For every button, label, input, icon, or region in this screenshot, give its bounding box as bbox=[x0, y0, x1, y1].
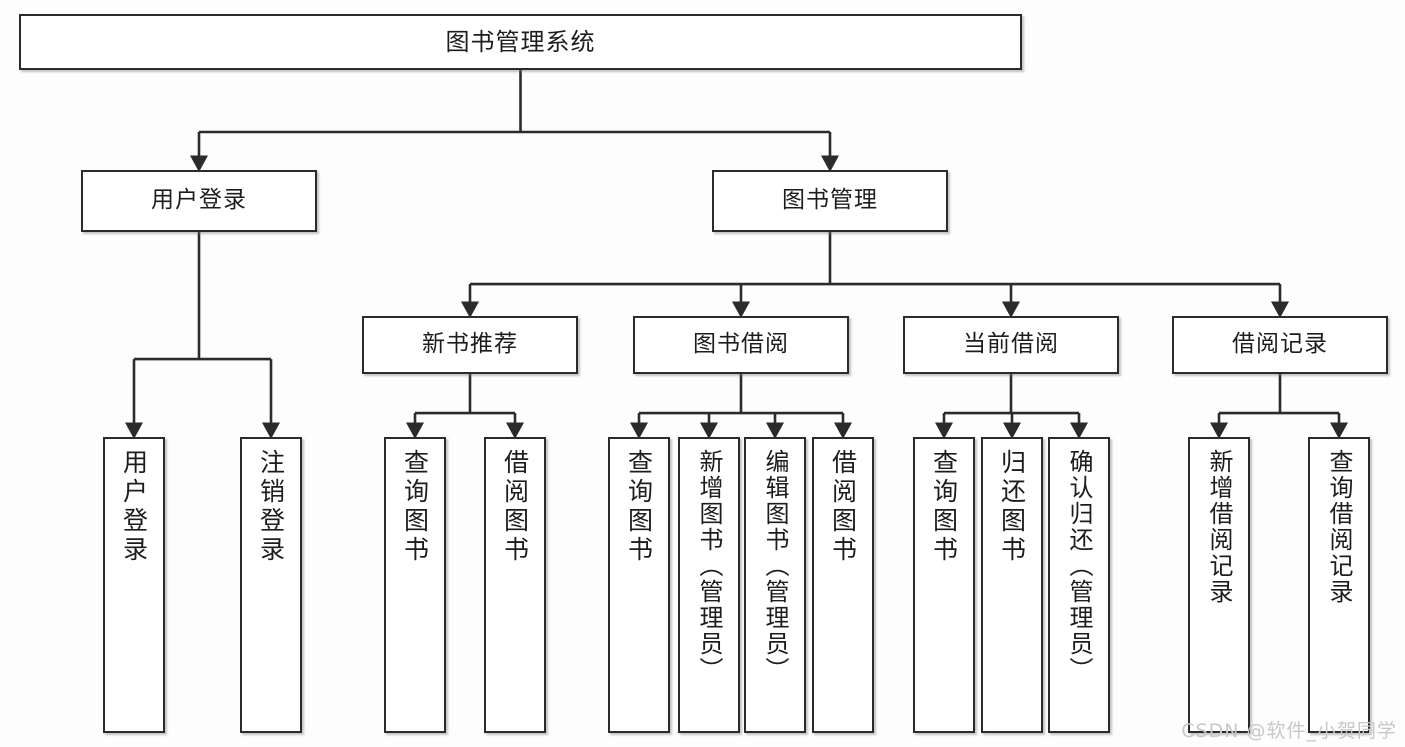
node-leaf-user-login[interactable]: 用户登录 bbox=[103, 437, 165, 733]
node-leaf-add-book[interactable]: 新增图书（管理员） bbox=[678, 437, 740, 733]
node-new-book-recommend[interactable]: 新书推荐 bbox=[362, 316, 578, 374]
node-leaf-return-book[interactable]: 归还图书 bbox=[981, 437, 1043, 733]
node-label: 借阅图书 bbox=[828, 449, 858, 565]
node-label: 图书管理系统 bbox=[445, 27, 596, 56]
node-label: 借阅记录 bbox=[1232, 331, 1328, 358]
node-book-manage[interactable]: 图书管理 bbox=[712, 170, 948, 232]
node-label: 注销登录 bbox=[256, 449, 286, 565]
node-label: 借阅图书 bbox=[500, 449, 530, 565]
node-current-borrow[interactable]: 当前借阅 bbox=[903, 316, 1119, 374]
node-leaf-query-book-2[interactable]: 查询图书 bbox=[608, 437, 670, 733]
node-leaf-query-book-3[interactable]: 查询图书 bbox=[913, 437, 975, 733]
node-label: 图书管理 bbox=[782, 187, 878, 214]
node-book-borrow[interactable]: 图书借阅 bbox=[633, 316, 849, 374]
node-root[interactable]: 图书管理系统 bbox=[19, 14, 1022, 70]
node-label: 查询图书 bbox=[400, 449, 430, 565]
node-leaf-borrow-book-1[interactable]: 借阅图书 bbox=[484, 437, 546, 733]
node-label: 图书借阅 bbox=[693, 331, 789, 358]
node-leaf-borrow-book-2[interactable]: 借阅图书 bbox=[812, 437, 874, 733]
node-label: 查询借阅记录 bbox=[1325, 449, 1353, 605]
node-user-login[interactable]: 用户登录 bbox=[81, 170, 317, 232]
node-label: 新书推荐 bbox=[422, 331, 518, 358]
node-label: 新增借阅记录 bbox=[1205, 449, 1233, 605]
node-leaf-logout[interactable]: 注销登录 bbox=[240, 437, 302, 733]
csdn-watermark: CSDN @软件_小贺同学 bbox=[1181, 720, 1397, 742]
node-label: 用户登录 bbox=[119, 449, 149, 565]
node-label: 编辑图书（管理员） bbox=[761, 449, 789, 683]
node-leaf-edit-book[interactable]: 编辑图书（管理员） bbox=[744, 437, 806, 733]
node-label: 用户登录 bbox=[151, 187, 247, 214]
node-label: 查询图书 bbox=[624, 449, 654, 565]
node-leaf-query-book-1[interactable]: 查询图书 bbox=[384, 437, 446, 733]
node-label: 新增图书（管理员） bbox=[695, 449, 723, 683]
node-leaf-query-record[interactable]: 查询借阅记录 bbox=[1308, 437, 1370, 733]
node-leaf-confirm-return[interactable]: 确认归还（管理员） bbox=[1048, 437, 1110, 733]
node-label: 查询图书 bbox=[929, 449, 959, 565]
node-label: 确认归还（管理员） bbox=[1065, 449, 1093, 683]
node-leaf-add-record[interactable]: 新增借阅记录 bbox=[1188, 437, 1250, 733]
node-label: 归还图书 bbox=[997, 449, 1027, 565]
node-label: 当前借阅 bbox=[963, 331, 1059, 358]
node-borrow-record[interactable]: 借阅记录 bbox=[1172, 316, 1388, 374]
